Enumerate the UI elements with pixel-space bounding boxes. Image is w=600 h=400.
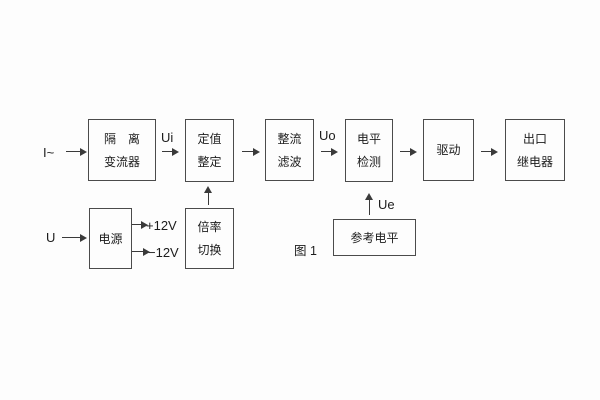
arrow-rectifier-to-level	[321, 148, 338, 156]
arrow-power-minus-12v	[132, 248, 150, 256]
block-level-detector: 电平 检测	[345, 119, 393, 182]
label-ui: Ui	[161, 130, 174, 145]
arrow-ratio-to-setting	[204, 186, 213, 205]
arrow-input-current-to-isolation	[66, 148, 87, 156]
label-minus-12v: −12V	[148, 245, 179, 260]
arrow-isolation-to-setting	[162, 148, 179, 156]
arrow-setting-to-rectifier	[242, 148, 260, 156]
block-rectifier-filter-line2: 滤波	[277, 154, 302, 169]
label-input-voltage: U	[46, 230, 56, 245]
label-uo: Uo	[319, 128, 336, 143]
block-power-supply: 电源	[89, 208, 132, 269]
block-ratio-switch: 倍率 切换	[185, 208, 234, 269]
block-ratio-switch-line2: 切换	[197, 243, 222, 257]
label-plus-12v: +12V	[146, 218, 177, 233]
block-level-detector-line1: 电平	[356, 132, 381, 146]
arrow-input-voltage-to-power	[62, 234, 87, 242]
arrow-driver-to-relay	[481, 148, 498, 156]
block-ratio-switch-line1: 倍率	[197, 220, 222, 234]
block-isolation-transformer-line2: 变流器	[103, 154, 140, 169]
block-driver: 驱动	[423, 119, 474, 181]
block-output-relay-line1: 出口	[522, 131, 547, 146]
figure-caption: 图 1	[294, 244, 317, 258]
block-isolation-transformer: 隔 离 变流器	[88, 119, 156, 181]
block-level-detector-line2: 检测	[356, 155, 381, 169]
block-output-relay: 出口 继电器	[505, 119, 565, 181]
arrow-power-plus-12v	[132, 221, 148, 229]
label-input-current: I~	[43, 145, 55, 160]
arrow-level-to-driver	[400, 148, 417, 156]
block-rectifier-filter: 整流 滤波	[265, 119, 314, 181]
block-power-supply-label: 电源	[98, 231, 123, 246]
block-reference-level: 参考电平	[333, 219, 416, 256]
block-driver-label: 驱动	[436, 143, 461, 157]
block-reference-level-label: 参考电平	[350, 230, 399, 245]
block-setting-adjust: 定值 整定	[185, 119, 234, 182]
block-isolation-transformer-line1: 隔 离	[103, 131, 140, 146]
block-output-relay-line2: 继电器	[516, 154, 553, 169]
block-rectifier-filter-line1: 整流	[277, 131, 302, 146]
label-ue: Ue	[378, 197, 395, 212]
arrow-reference-to-level	[365, 193, 374, 215]
block-setting-adjust-line1: 定值	[197, 132, 222, 146]
block-setting-adjust-line2: 整定	[197, 155, 222, 169]
